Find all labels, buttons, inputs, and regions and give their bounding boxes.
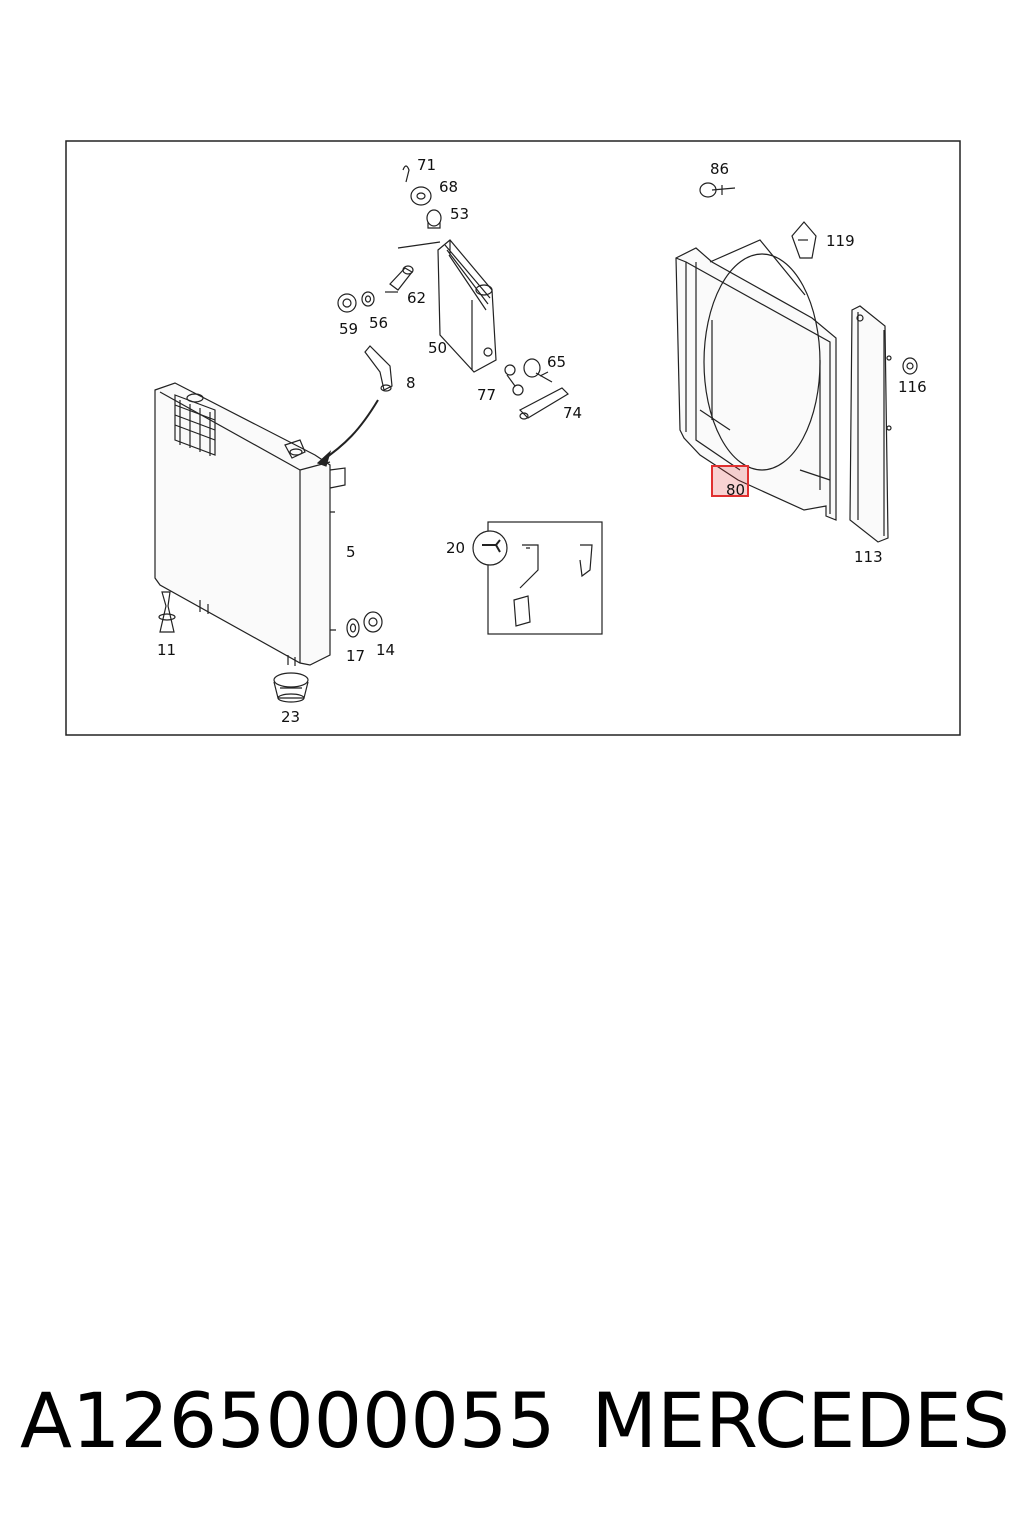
- part-86: [699, 182, 736, 198]
- callout-11: 11: [157, 641, 176, 659]
- part-caption: A1265000055 MERCEDES: [20, 1370, 1010, 1470]
- part-113-panel: [849, 305, 892, 543]
- part-14: [363, 611, 383, 633]
- part-11: [158, 591, 176, 633]
- callout-5: 5: [346, 543, 356, 561]
- callout-71: 71: [417, 156, 436, 174]
- part-8: [364, 345, 393, 392]
- callout-62: 62: [407, 289, 426, 307]
- kit-box-20: [472, 521, 603, 635]
- part-17: [346, 618, 360, 638]
- part-59: [337, 293, 357, 313]
- callout-119: 119: [826, 232, 855, 250]
- part-77: [504, 364, 524, 396]
- callout-56: 56: [369, 314, 388, 332]
- callout-50: 50: [428, 339, 447, 357]
- callout-113: 113: [854, 548, 883, 566]
- callout-77: 77: [477, 386, 496, 404]
- callout-116: 116: [898, 378, 927, 396]
- part-number: A1265000055: [20, 1375, 556, 1465]
- part-65: [523, 358, 553, 383]
- callout-80: 80: [726, 481, 745, 499]
- part-53: [426, 209, 442, 229]
- parts-diagram: 71 68 53 86 119 62 59 56 50 8 65 77 74 1…: [0, 0, 1024, 760]
- callout-14: 14: [376, 641, 395, 659]
- part-71: [402, 165, 410, 183]
- radiator-drawing: [154, 382, 346, 666]
- callout-8: 8: [406, 374, 416, 392]
- brand-name: MERCEDES: [591, 1375, 1010, 1465]
- callout-74: 74: [563, 404, 582, 422]
- part-50-cooler: [397, 239, 497, 373]
- highlight-box: [711, 465, 749, 497]
- diagram-border: [65, 140, 961, 736]
- callout-23: 23: [281, 708, 300, 726]
- part-119: [791, 221, 817, 259]
- part-56: [361, 291, 375, 307]
- part-74: [518, 387, 569, 420]
- callout-20: 20: [446, 539, 465, 557]
- part-68: [410, 186, 432, 206]
- callout-17: 17: [346, 647, 365, 665]
- fan-shroud-drawing: [675, 239, 837, 521]
- part-62: [385, 265, 414, 293]
- callout-86: 86: [710, 160, 729, 178]
- callout-53: 53: [450, 205, 469, 223]
- diagram-svg: 71 68 53 86 119 62 59 56 50 8 65 77 74 1…: [65, 140, 961, 736]
- callout-68: 68: [439, 178, 458, 196]
- part-116: [902, 357, 918, 375]
- part-23: [273, 672, 309, 703]
- callout-65: 65: [547, 353, 566, 371]
- callout-59: 59: [339, 320, 358, 338]
